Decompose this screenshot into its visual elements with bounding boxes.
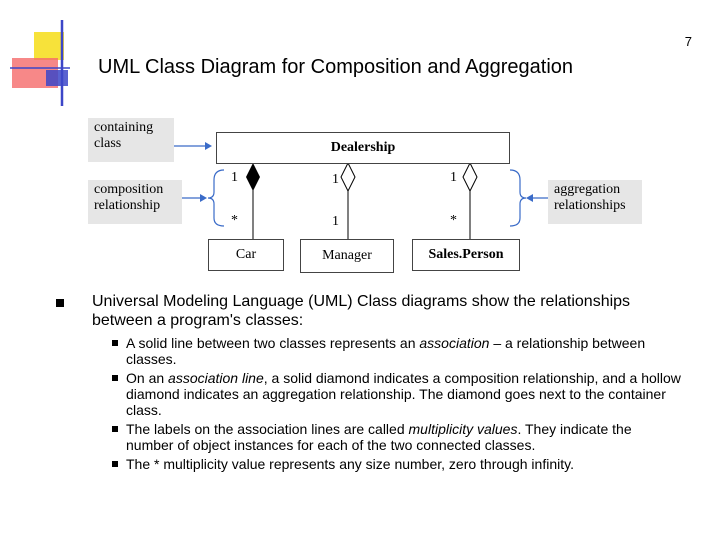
solid-diamond-icon bbox=[246, 163, 260, 191]
class-salesperson: Sales.Person bbox=[412, 239, 520, 271]
bullet-icon bbox=[112, 461, 118, 467]
slide-title: UML Class Diagram for Composition and Ag… bbox=[98, 56, 574, 78]
bullet-icon bbox=[112, 426, 118, 432]
aggregation-note: aggregation relationships bbox=[548, 180, 642, 224]
sub-bullet-item: A solid line between two classes represe… bbox=[112, 335, 682, 367]
corner-decoration bbox=[10, 20, 70, 106]
hollow-diamond-icon bbox=[462, 161, 478, 193]
hollow-diamond-icon bbox=[340, 161, 356, 193]
right-brace-icon bbox=[509, 169, 527, 227]
multiplicity-label: 1 bbox=[332, 172, 339, 187]
sub-bullet-item: The * multiplicity value represents any … bbox=[112, 456, 682, 472]
bullet-icon bbox=[112, 375, 118, 381]
containing-class-note: containing class bbox=[88, 118, 174, 162]
sub-bullet-list: A solid line between two classes represe… bbox=[112, 335, 682, 475]
class-car: Car bbox=[208, 239, 284, 271]
left-brace-icon bbox=[207, 169, 225, 227]
bullet-icon bbox=[56, 299, 64, 307]
main-bullet-text: Universal Modeling Language (UML) Class … bbox=[92, 293, 631, 329]
multiplicity-label: 1 bbox=[332, 214, 339, 229]
sub-bullet-item: The labels on the association lines are … bbox=[112, 421, 682, 453]
multiplicity-label: * bbox=[231, 213, 238, 228]
sub-bullet-item: On an association line, a solid diamond … bbox=[112, 370, 682, 418]
bullet-icon bbox=[112, 340, 118, 346]
class-manager: Manager bbox=[300, 239, 394, 273]
composition-note: composition relationship bbox=[88, 180, 182, 224]
uml-diagram: containing class composition relationshi… bbox=[88, 118, 642, 273]
page-number: 7 bbox=[684, 34, 692, 49]
multiplicity-label: * bbox=[450, 213, 457, 228]
arrow-right-icon bbox=[205, 142, 212, 150]
multiplicity-label: 1 bbox=[450, 170, 457, 185]
arrow-right-icon bbox=[200, 194, 207, 202]
diagram-lines bbox=[174, 142, 555, 240]
multiplicity-label: 1 bbox=[231, 170, 238, 185]
class-dealership: Dealership bbox=[216, 132, 510, 164]
arrow-left-icon bbox=[526, 194, 533, 202]
